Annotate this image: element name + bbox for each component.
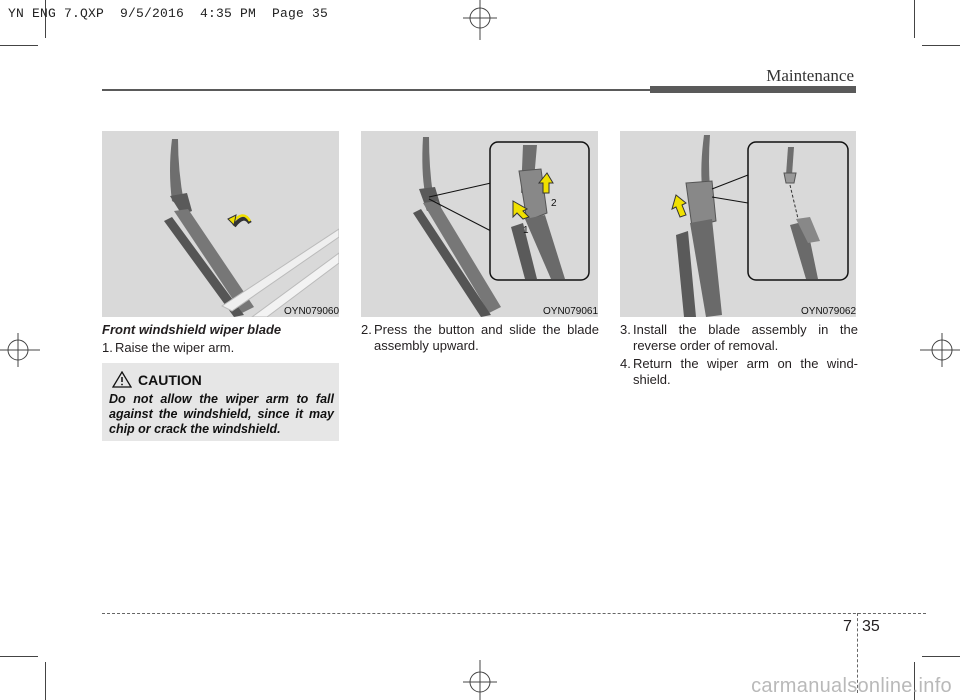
step-1: 1. Raise the wiper arm. [102, 340, 340, 356]
step-4: 4. Return the wiper arm on the wind-shie… [620, 356, 858, 388]
caution-title: CAUTION [138, 372, 202, 388]
wiper-illustration [164, 139, 339, 317]
figure-code: OYN079062 [801, 306, 856, 317]
page-number-divider [857, 613, 858, 693]
wiper-illustration [671, 135, 849, 317]
step-3: 3. Install the blade assembly in the rev… [620, 322, 858, 354]
chapter-number: 7 [843, 618, 852, 635]
crop-mark [45, 0, 46, 38]
crop-mark [922, 656, 960, 657]
step-2: 2. Press the button and slide the blade … [361, 322, 599, 354]
footer-rule [102, 613, 926, 614]
step-number: 1. [102, 340, 113, 355]
figure-raise-wiper-arm: OYN079060 [102, 131, 339, 317]
figure-code: OYN079060 [284, 306, 339, 317]
crop-mark [45, 662, 46, 700]
crop-mark [922, 45, 960, 46]
step-text: Press the button and slide the blade ass… [374, 322, 599, 353]
registration-mark-bottom [463, 660, 497, 700]
step-text: Raise the wiper arm. [115, 340, 235, 355]
crop-mark [0, 656, 38, 657]
registration-mark-right [920, 333, 960, 367]
step-number: 4. [620, 356, 631, 371]
step-number: 2. [361, 322, 372, 337]
wiper-illustration: 2 1 [413, 137, 590, 317]
crop-mark [0, 45, 38, 46]
caution-box: CAUTION Do not allow the wiper arm to fa… [102, 363, 339, 441]
caution-text: Do not allow the wiper arm to fall again… [109, 392, 334, 436]
print-slug: YN ENG 7.QXP 9/5/2016 4:35 PM Page 35 [8, 6, 329, 21]
step-text: Return the wiper arm on the wind-shield. [633, 356, 858, 387]
step-text: Install the blade assembly in the revers… [633, 322, 858, 353]
figure-install-blade: OYN079062 [620, 131, 856, 317]
registration-mark-left [0, 333, 40, 367]
warning-triangle-icon [112, 371, 132, 388]
section-title: Maintenance [766, 66, 854, 85]
watermark: carmanualsonline.info [751, 675, 952, 697]
section-heading: Front windshield wiper blade [102, 322, 282, 337]
callout-2: 2 [551, 198, 557, 209]
page-number: 35 [862, 618, 880, 635]
figure-press-button: 2 1 OYN079061 [361, 131, 598, 317]
crop-mark [914, 662, 915, 700]
header-rule-bar [650, 86, 856, 93]
figure-code: OYN079061 [543, 306, 598, 317]
crop-mark [914, 0, 915, 38]
callout-1: 1 [523, 225, 529, 236]
registration-mark-top [463, 0, 497, 40]
header-rule [102, 89, 650, 91]
step-number: 3. [620, 322, 631, 337]
